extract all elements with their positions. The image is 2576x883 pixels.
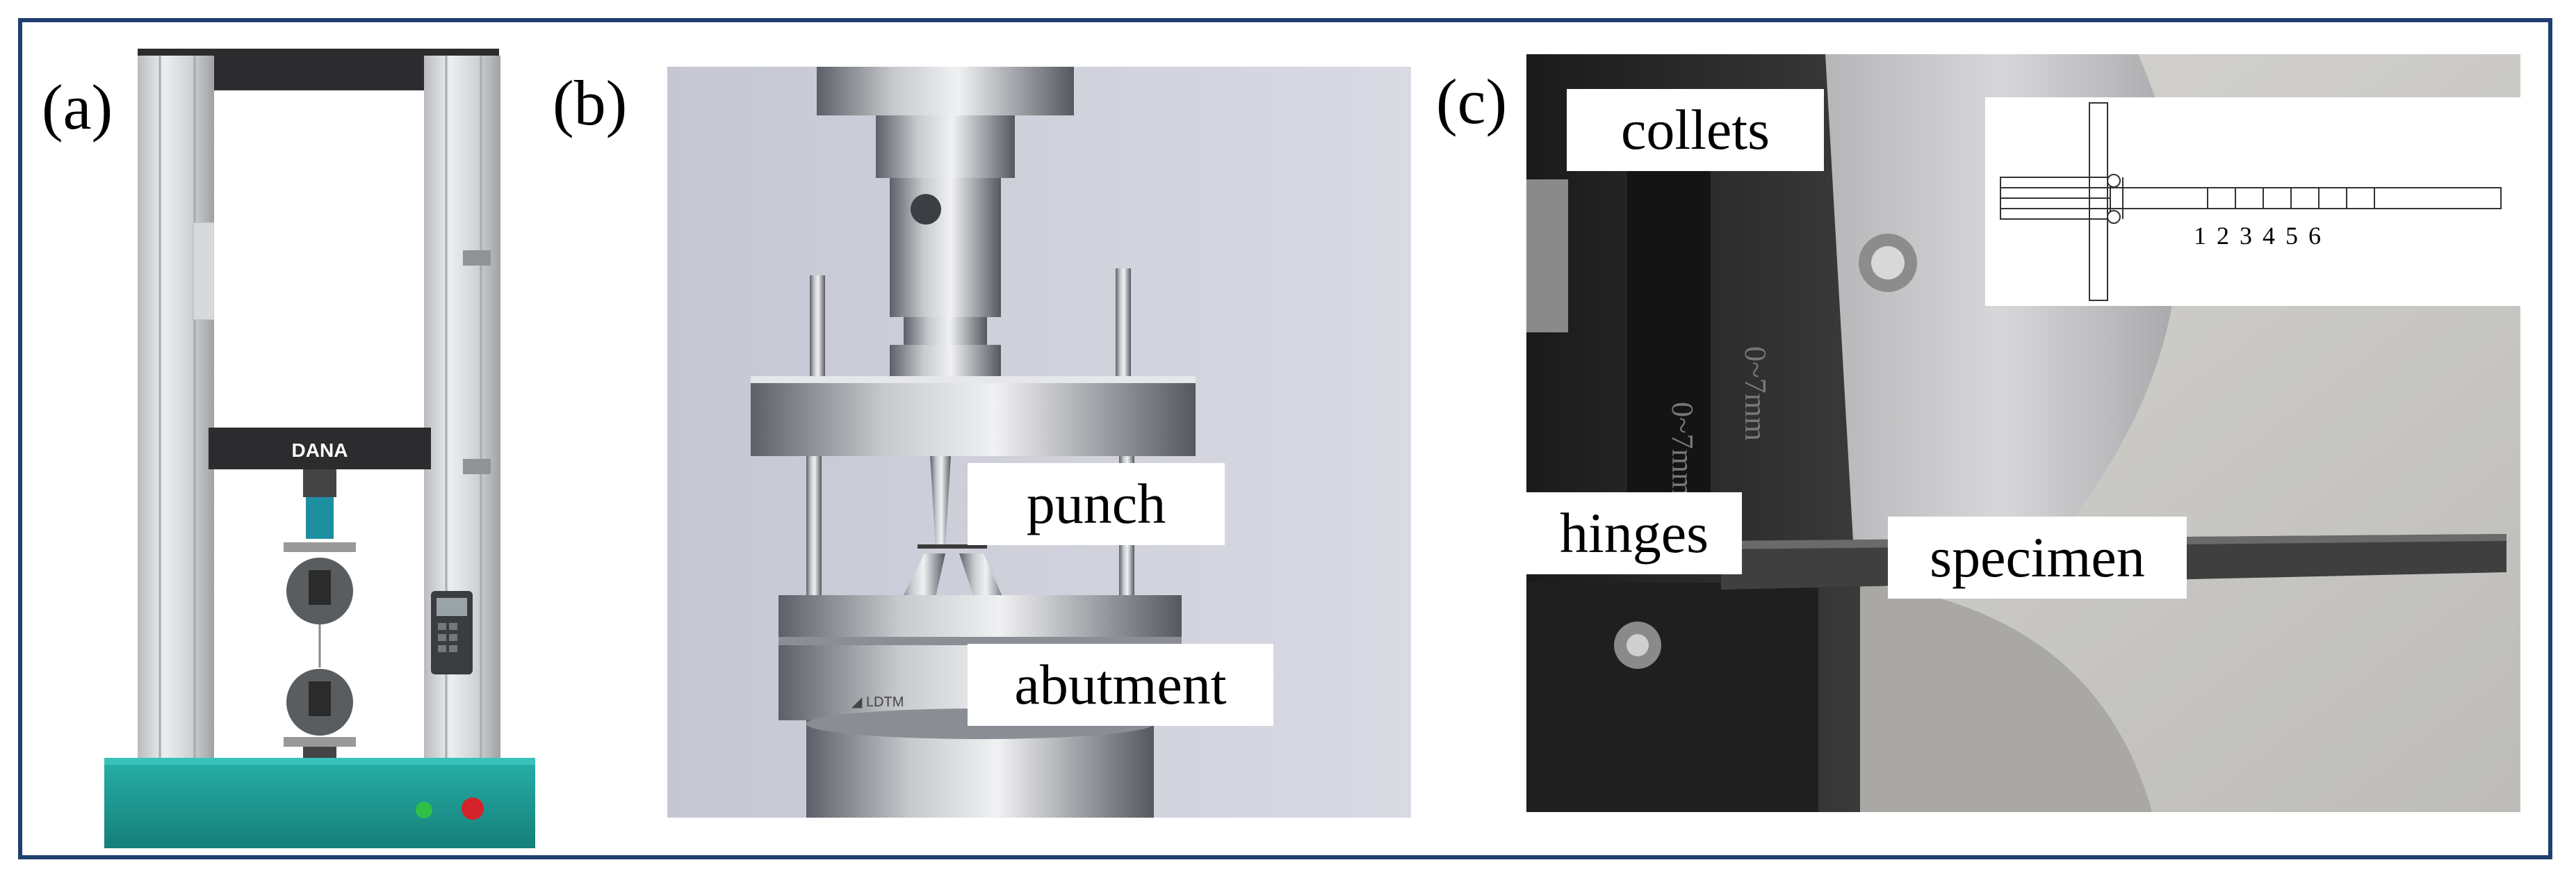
- svg-text:◢ LDTM: ◢ LDTM: [851, 695, 904, 710]
- panel-c: 0~7mm 0~7mm collets hinges specimen: [1436, 54, 2520, 812]
- specimen-schematic-inset: 1 2 3 4 5 6: [1985, 97, 2520, 306]
- collet-scale-right: 0~7mm: [1738, 346, 1772, 441]
- abutment-callout: abutment: [968, 644, 1273, 726]
- panel-label-a: (a): [42, 72, 113, 143]
- punch-callout: punch: [968, 463, 1225, 545]
- panel-b: ◢ LDTM punch abutment (b): [553, 67, 1411, 818]
- collets-callout: collets: [1567, 89, 1824, 171]
- testing-machine-image: DANA: [104, 49, 535, 848]
- schematic-position-numbers: 1 2 3 4 5 6: [2194, 222, 2321, 250]
- panel-label-c: (c): [1436, 66, 1508, 137]
- collet-scale-left: 0~7mm: [1665, 402, 1699, 496]
- schematic-drawing: [2000, 102, 2502, 301]
- figure-frame: [18, 18, 2552, 859]
- machine-brand: DANA: [292, 439, 348, 461]
- specimen-callout: specimen: [1888, 517, 2187, 599]
- panel-a: DANA (a): [42, 42, 542, 848]
- panel-label-b: (b): [553, 67, 628, 138]
- hinges-callout: hinges: [1526, 492, 1742, 574]
